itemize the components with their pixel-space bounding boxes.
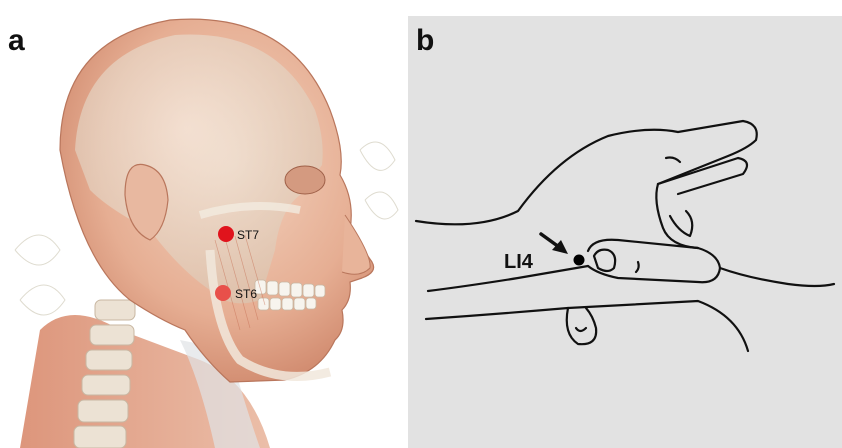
st7-label: ST7 [237, 228, 259, 242]
nose-shape [342, 215, 370, 274]
knuckle-crease [666, 158, 680, 163]
thumbnail [594, 250, 615, 271]
hand-line-drawing: LI4 [408, 16, 842, 448]
head-anatomy-figure: ST7 ST6 [0, 0, 400, 448]
panel-letter-b: b [416, 24, 434, 58]
st6-point [215, 285, 231, 301]
finger-tip-crease [670, 211, 692, 236]
li4-label: LI4 [504, 251, 534, 273]
panel-b-hand-illustration: LI4 [408, 16, 842, 448]
panel-a-head-illustration: ST7 ST6 [0, 0, 400, 448]
upper-hand-outline [416, 121, 757, 224]
finger-knuckle-bottom [567, 308, 596, 344]
lower-hand-right [720, 268, 834, 286]
upper-finger-lower-edge [658, 158, 747, 194]
knuckle-inner-line [576, 328, 586, 331]
li4-point [574, 255, 585, 266]
panel-letter-a: a [8, 24, 25, 58]
lower-teeth [258, 298, 316, 310]
li4-arrow [541, 234, 568, 254]
st7-point [218, 226, 234, 242]
eye-socket [285, 166, 325, 194]
st6-label: ST6 [235, 287, 257, 301]
pressing-thumb-outline [588, 240, 720, 282]
thumb-crease [636, 262, 639, 272]
